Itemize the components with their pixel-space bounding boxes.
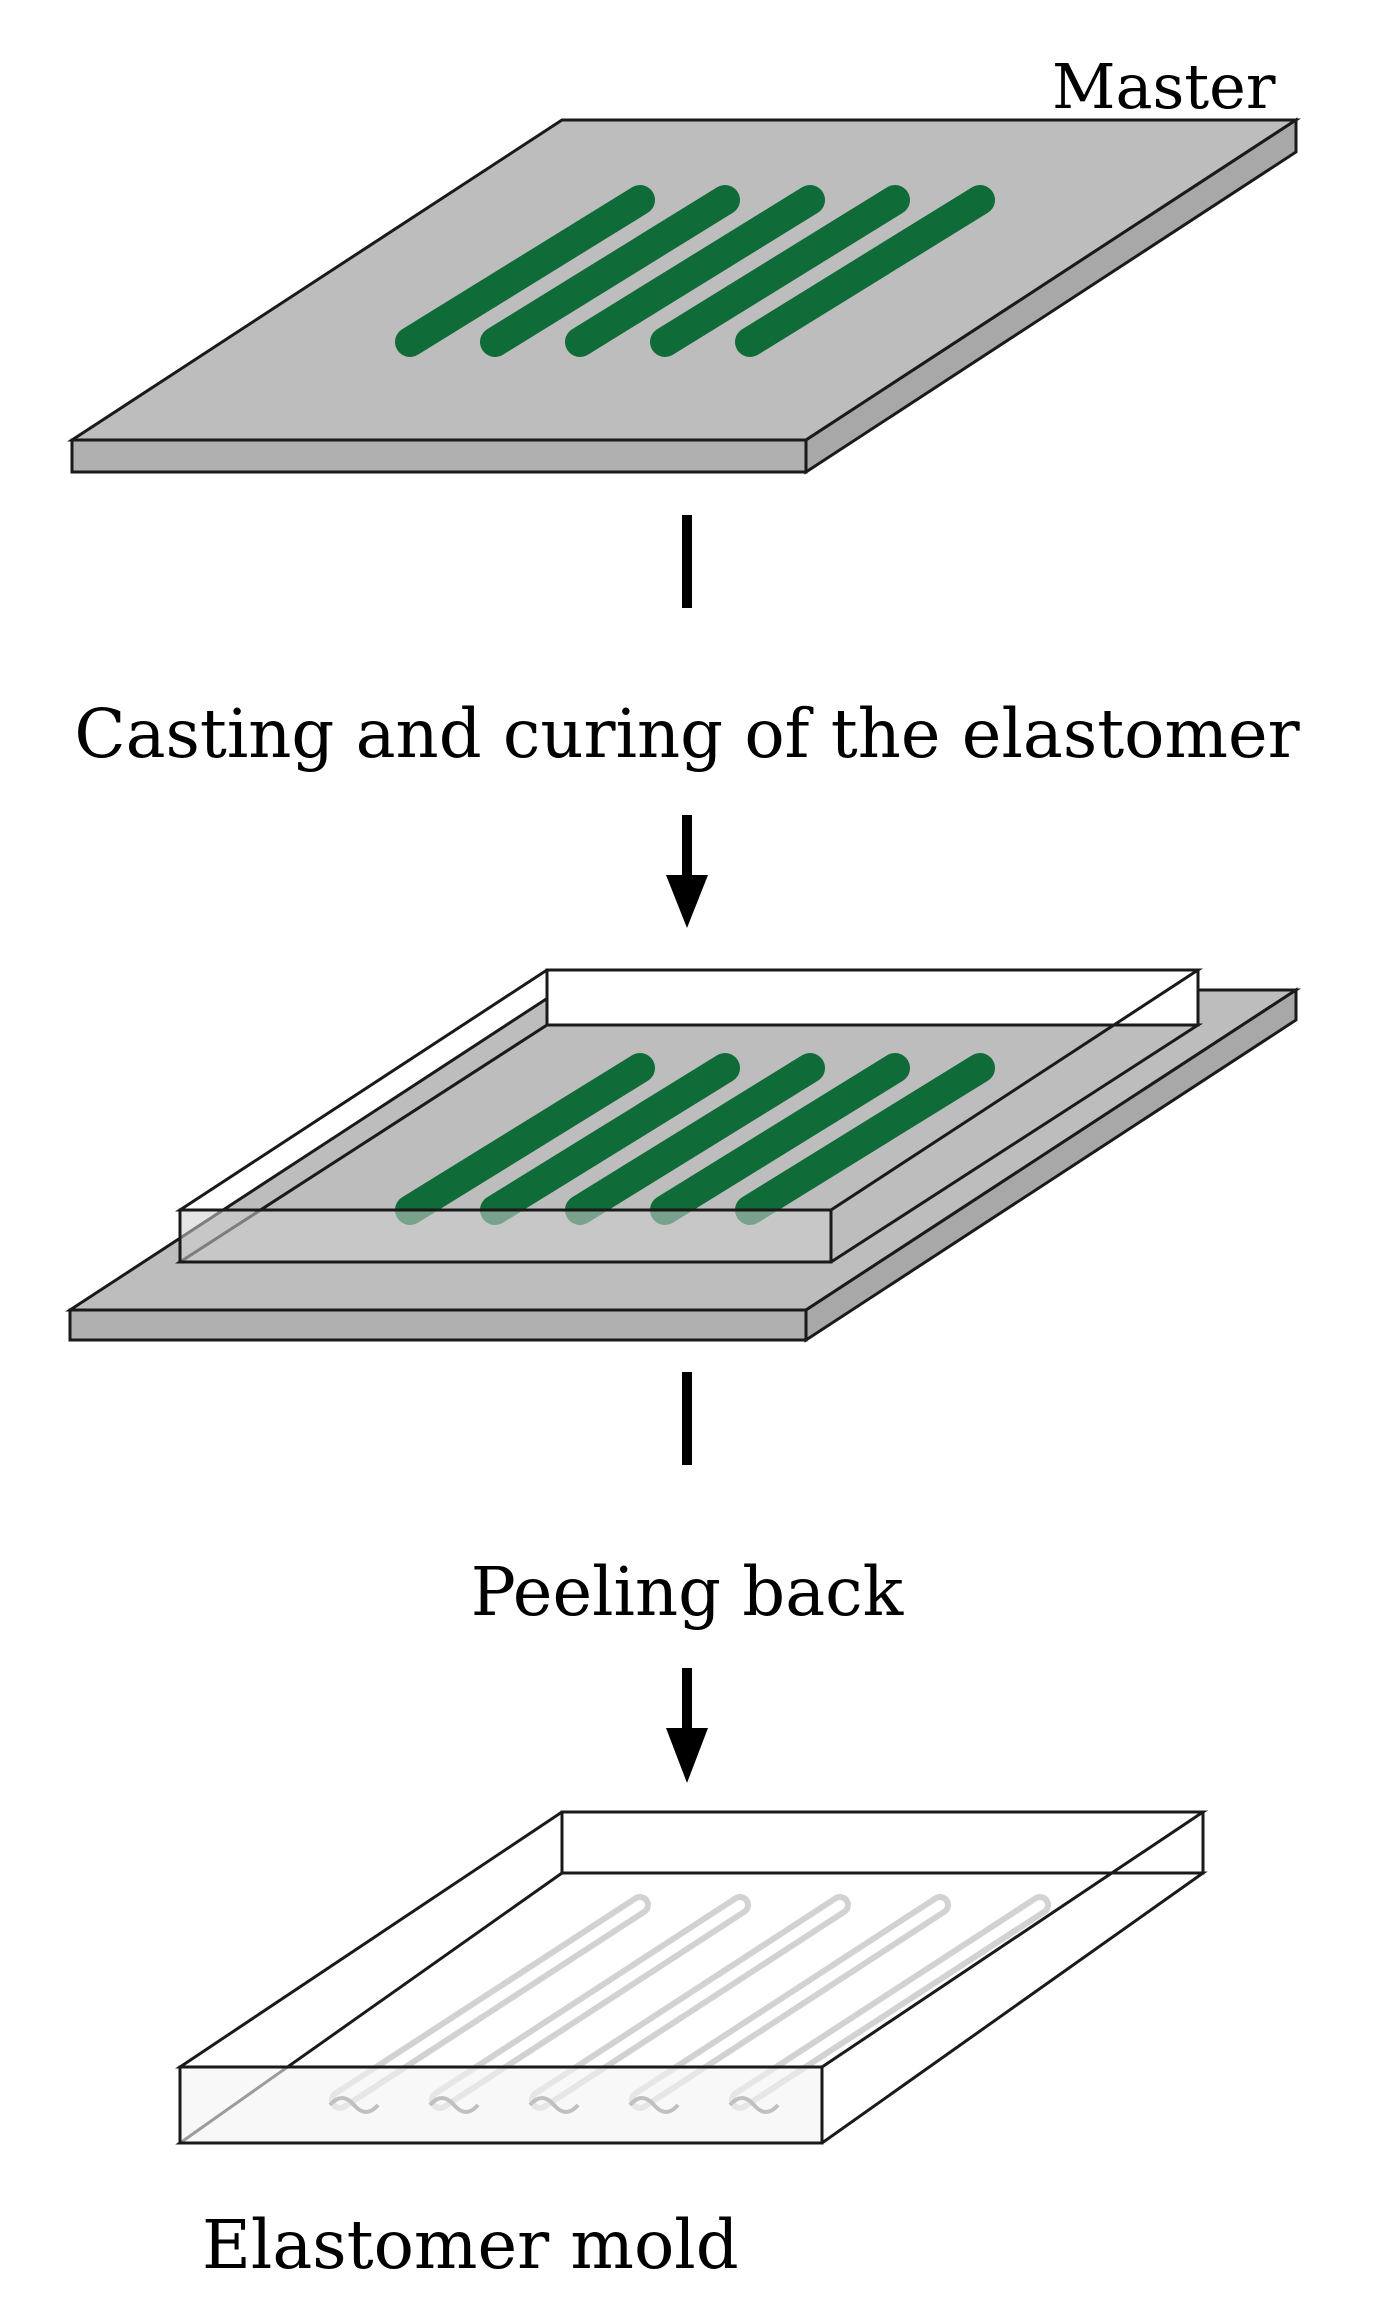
elastomer-mold xyxy=(175,1810,1208,2145)
elastomer-back-wall xyxy=(545,968,1200,1027)
master-channel xyxy=(480,185,740,357)
mold-back-wall xyxy=(560,1810,1205,1875)
master-channel xyxy=(650,185,910,357)
down-arrow-icon xyxy=(666,1668,708,1783)
master-channel xyxy=(735,185,995,357)
cast-channel xyxy=(565,1053,825,1225)
step-label-casting: Casting and curing of the elastomer xyxy=(74,695,1300,773)
mold-front-face xyxy=(178,2065,824,2145)
mold-label: Elastomer mold xyxy=(202,2206,739,2284)
elastomer-front-face xyxy=(178,1208,833,1264)
cast-channel xyxy=(395,1053,655,1225)
cast-channel xyxy=(735,1053,995,1225)
master-channel xyxy=(565,185,825,357)
cast-channel xyxy=(650,1053,910,1225)
down-arrow-icon xyxy=(666,815,708,928)
master-label: Master xyxy=(1052,50,1276,123)
elastomer-back-wall-under xyxy=(547,1025,1198,1040)
master-channel xyxy=(395,185,655,357)
master-plate-front-edge xyxy=(70,438,808,474)
step-label-peeling: Peeling back xyxy=(471,1553,905,1631)
master-plate-side-edge xyxy=(804,987,1298,1343)
cast-channel xyxy=(480,1053,740,1225)
connector-line xyxy=(682,1372,692,1465)
master-plate-front-edge xyxy=(68,1308,808,1342)
mold-front-channel-marks xyxy=(328,2096,780,2114)
master-with-elastomer xyxy=(64,968,1302,1343)
connector-line xyxy=(682,515,692,608)
master-plate-side-edge xyxy=(804,117,1298,475)
master-channels xyxy=(395,185,995,357)
master-plate xyxy=(66,117,1302,475)
cast-channels xyxy=(395,1053,995,1225)
